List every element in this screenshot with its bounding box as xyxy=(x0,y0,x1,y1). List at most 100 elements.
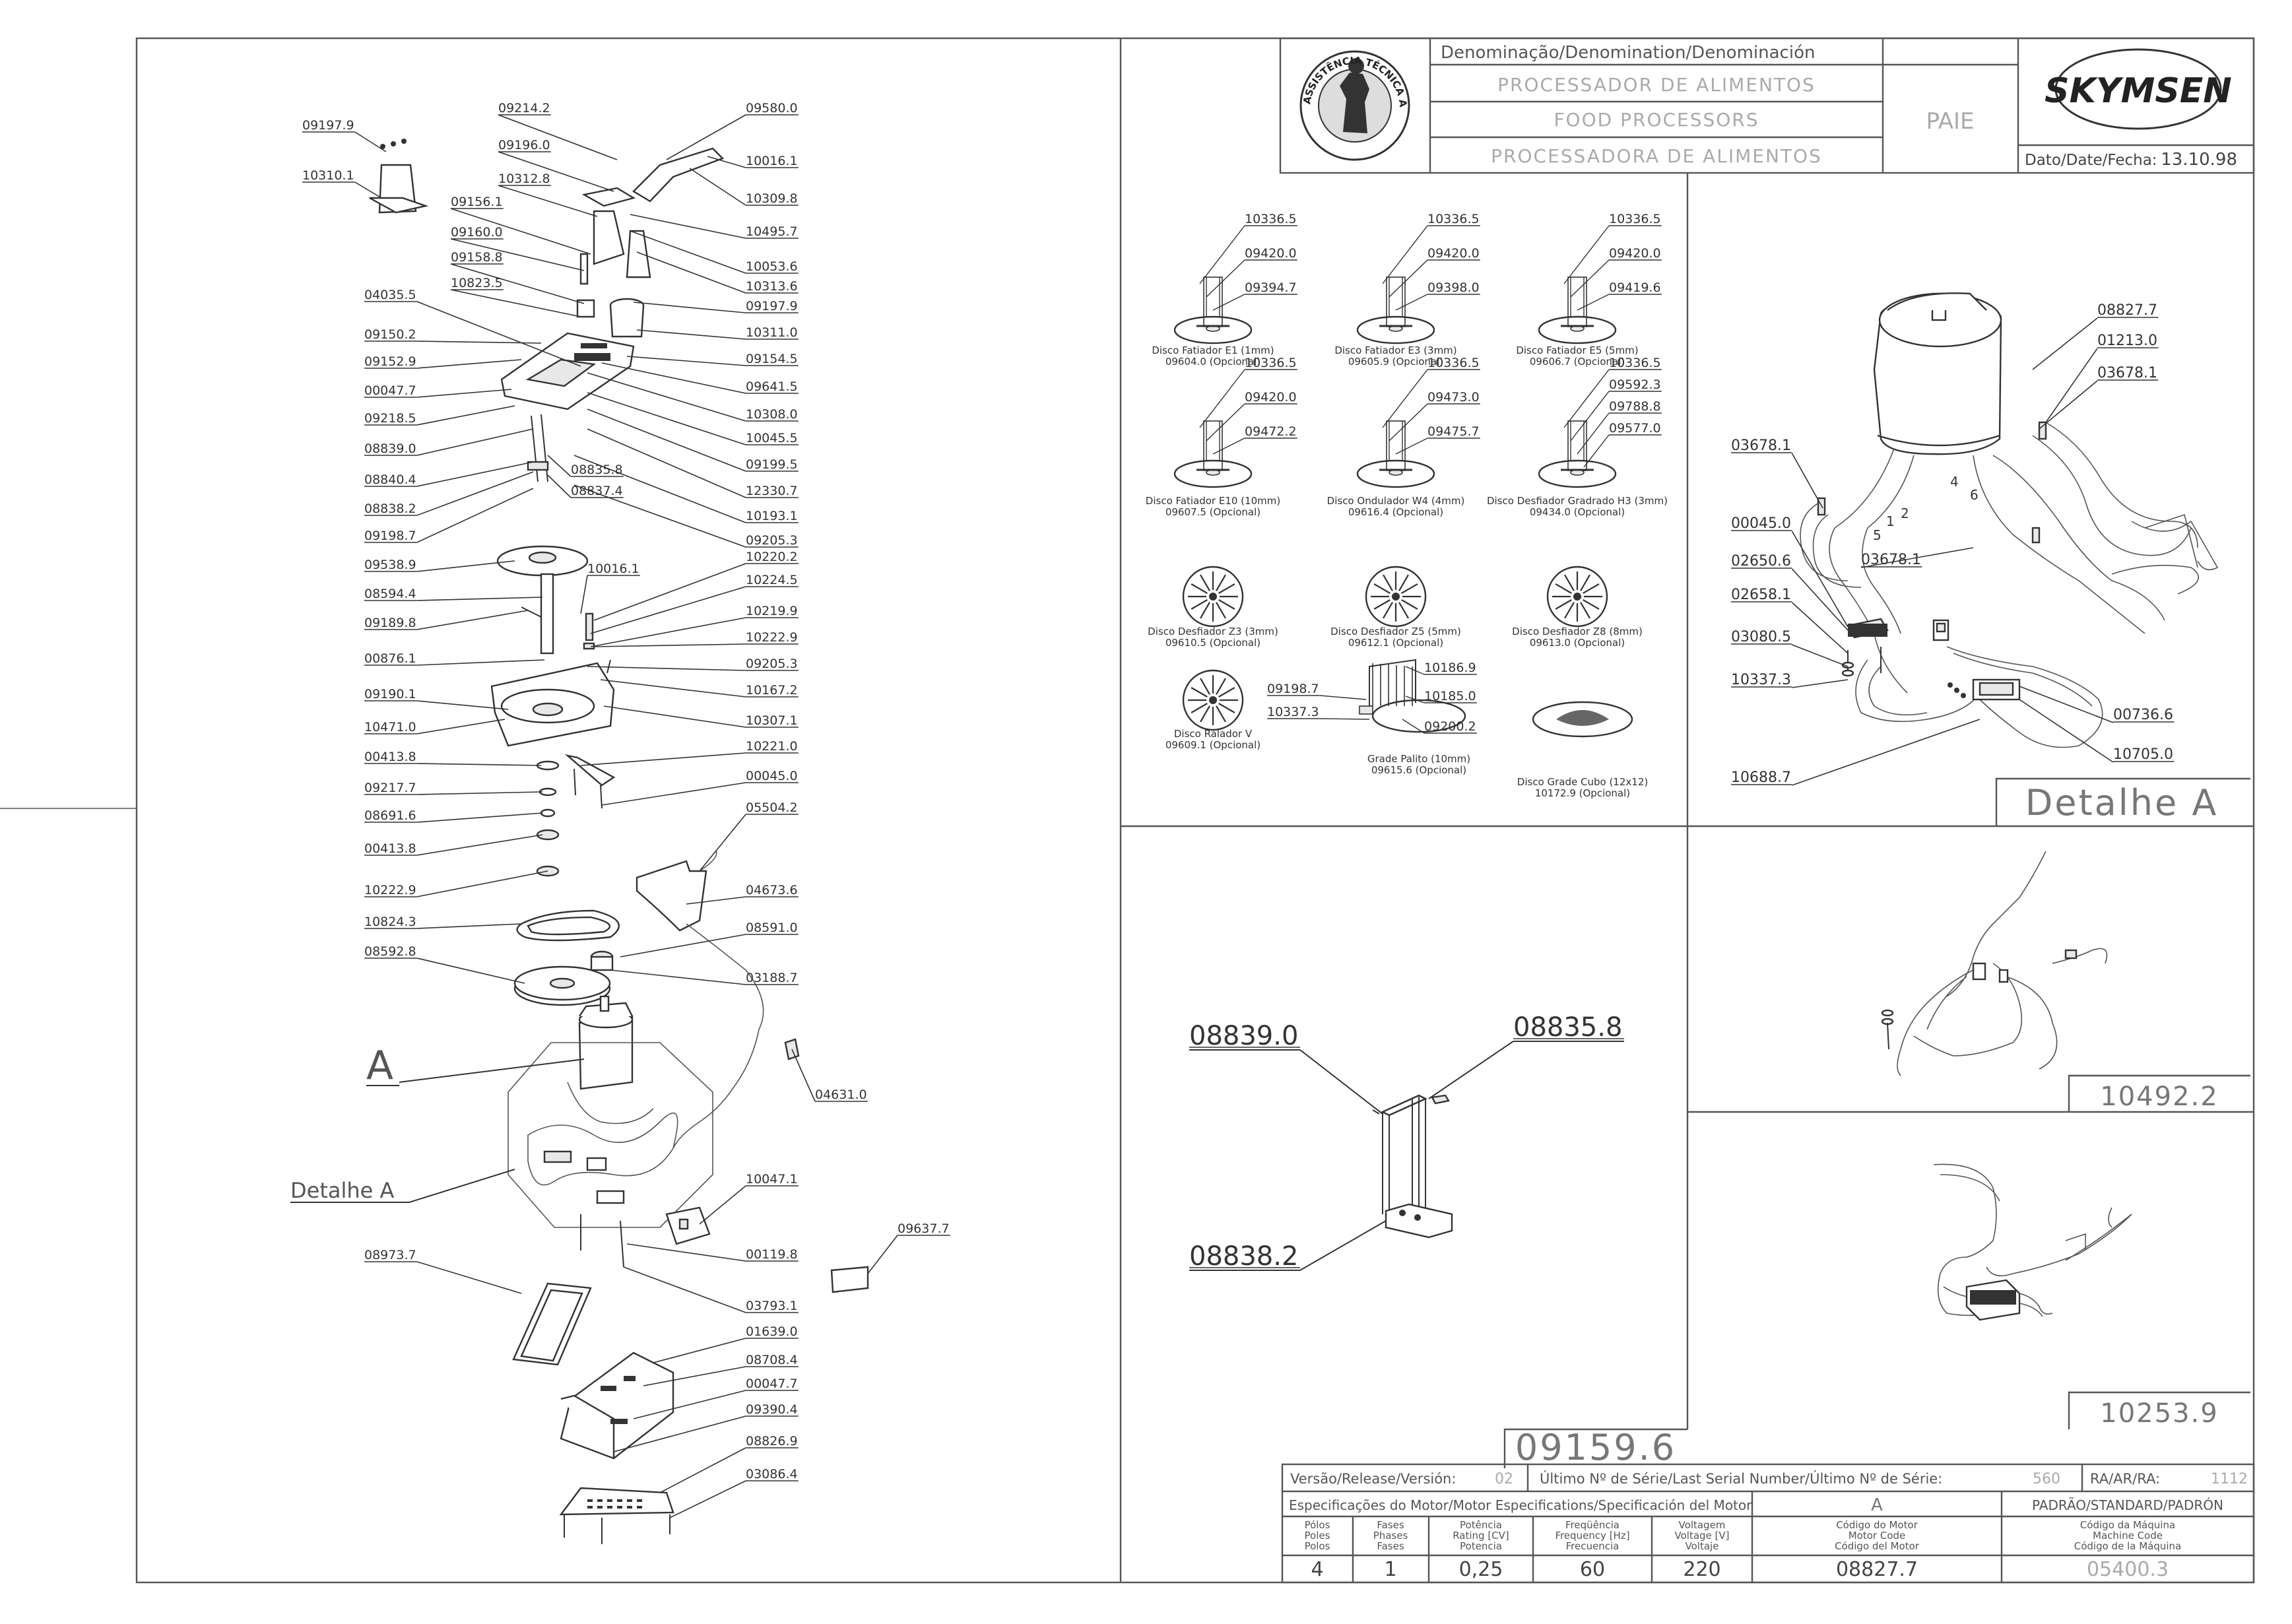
callout-right-24: 08837.4 xyxy=(571,484,623,498)
spec-header-4-1: Voltage [V] xyxy=(1675,1530,1730,1542)
leader-right-46 xyxy=(633,1390,746,1419)
detail-a-callout-8: 03080.5 xyxy=(1731,629,1791,645)
assembly-leader-2 xyxy=(1299,1220,1387,1271)
detail-a-leader-10 xyxy=(2019,686,2114,723)
harness-10492-number-box: 10492.2 xyxy=(2068,1074,2250,1112)
callout-right-20: 12330.7 xyxy=(746,484,798,498)
callout-right-7: 09580.0 xyxy=(746,101,798,115)
wire-number-1: 2 xyxy=(1901,505,1909,521)
motor-spec-label: Especificações do Motor/Motor Especifica… xyxy=(1289,1497,1752,1513)
disc-5-code-3: 09577.0 xyxy=(1609,421,1661,436)
leader-right-41 xyxy=(626,1243,746,1262)
callout-left-7: 08839.0 xyxy=(364,441,416,456)
leader-right-36 xyxy=(686,896,746,905)
callout-right-47: 09390.4 xyxy=(746,1402,798,1417)
leader-right-20 xyxy=(587,428,746,498)
leader-right-49 xyxy=(669,1480,746,1518)
detail-a-callout-4: 00045.0 xyxy=(1731,515,1791,532)
callout-right-42: 03793.1 xyxy=(746,1299,798,1313)
callout-right-39: 04631.0 xyxy=(815,1088,867,1102)
feed-tube xyxy=(609,305,645,338)
leader-right-45 xyxy=(643,1366,746,1386)
callout-right-48: 08826.9 xyxy=(746,1434,798,1448)
callout-right-34: 00045.0 xyxy=(746,769,798,783)
disc-name-3: Disco Fatiador E10 (10mm) xyxy=(1146,495,1280,507)
disc-4-code-2: 09475.7 xyxy=(1427,424,1480,439)
disc-name-5: Disco Desfiador Gradrado H3 (3mm) xyxy=(1487,495,1668,507)
leader-right-8 xyxy=(707,156,746,168)
leader-right-27 xyxy=(590,586,746,634)
leader-right-28 xyxy=(590,617,746,647)
leader-right-39 xyxy=(791,1049,816,1102)
date-label: Dato/Date/Fecha: xyxy=(2025,152,2157,169)
spec-header-0-2: Polos xyxy=(1305,1540,1330,1552)
spec-header-3-0: Freqüência xyxy=(1565,1519,1620,1531)
leader-left-24 xyxy=(416,1261,522,1294)
callout-right-35: 05504.2 xyxy=(746,800,798,815)
disc-code-10: 09615.6 (Opcional) xyxy=(1371,764,1466,776)
leader-right-35 xyxy=(699,814,746,872)
board-10253-panel xyxy=(1933,1163,2132,1321)
disc-4: Disco Ondulador W4 (4mm)09616.4 (Opciona… xyxy=(1327,356,1480,518)
brand-logo: SKYMSEN xyxy=(2045,48,2232,130)
callout-right-1: 09196.0 xyxy=(498,138,550,152)
product-name-pt: PROCESSADOR DE ALIMENTOS xyxy=(1497,74,1816,96)
callout-right-12: 10313.6 xyxy=(746,279,798,294)
leader-left-10 xyxy=(416,488,534,543)
main-leader-lines xyxy=(354,114,898,1518)
disc-2-code-2: 09419.6 xyxy=(1609,280,1661,295)
detail-a-title-box: Detalhe A xyxy=(1995,777,2250,826)
disc-name-6: Disco Desfiador Z3 (3mm) xyxy=(1148,626,1278,637)
disc-4-code-0: 10336.5 xyxy=(1427,356,1480,370)
callout-right-23: 08835.8 xyxy=(571,463,623,477)
callout-right-13: 09197.9 xyxy=(746,299,798,313)
callout-right-46: 00047.7 xyxy=(746,1377,798,1391)
spec-header-0-1: Poles xyxy=(1305,1530,1330,1542)
disc-code-9: 09609.1 (Opcional) xyxy=(1165,739,1261,751)
lid-arm xyxy=(632,147,725,203)
leader-right-48 xyxy=(659,1447,746,1493)
leader-left-20 xyxy=(416,834,543,856)
board-10253-number: 10253.9 xyxy=(2100,1398,2218,1429)
callout-left-21: 10222.9 xyxy=(364,883,416,897)
detail-label: Detalhe A xyxy=(290,1178,395,1203)
callout-right-11: 10053.6 xyxy=(746,259,798,274)
callout-right-10: 10495.7 xyxy=(746,224,798,239)
detail-a-title: Detalhe A xyxy=(2025,782,2219,824)
leader-left-7 xyxy=(416,428,534,456)
title-block: ASSISTÊNCIA TÉCNICA AUTORIZADA Denominaç… xyxy=(0,0,2255,174)
callout-left-16: 10471.0 xyxy=(364,720,416,734)
callout-right-26: 10220.2 xyxy=(746,550,798,564)
leader-right-44 xyxy=(653,1338,746,1363)
leader-right-33 xyxy=(580,752,746,766)
detail-a-leader-3 xyxy=(1791,453,1823,509)
disc-10-code-1: 10337.3 xyxy=(1267,705,1319,719)
harness-10492-panel xyxy=(1881,851,2108,1076)
spec-header-2-2: Potencia xyxy=(1460,1540,1502,1552)
disc-10: Grade Palito (10mm)09615.6 (Opcional)091… xyxy=(1267,659,1477,776)
disc-6: Disco Desfiador Z3 (3mm)09610.5 (Opciona… xyxy=(1148,566,1278,649)
leader-right-13 xyxy=(633,302,746,313)
model-name: PAIE xyxy=(1926,108,1974,135)
leader-right-4 xyxy=(450,238,585,271)
assembly-callout-1: 08835.8 xyxy=(1513,1012,1622,1043)
spec-value-4: 220 xyxy=(1683,1558,1720,1581)
seal-text: ASSISTÊNCIA TÉCNICA AUTORIZADA xyxy=(0,0,1409,108)
disc-name-0: Disco Fatiador E1 (1mm) xyxy=(1152,344,1274,356)
disc-code-7: 09612.1 (Opcional) xyxy=(1348,637,1443,649)
callout-right-32: 10307.1 xyxy=(746,713,798,728)
callout-left-11: 09538.9 xyxy=(364,558,416,572)
leader-left-18 xyxy=(416,791,543,795)
disc-code-3: 09607.5 (Opcional) xyxy=(1165,506,1261,518)
leader-right-30 xyxy=(587,666,746,671)
callout-right-30: 09205.3 xyxy=(746,657,798,671)
leader-right-34 xyxy=(601,782,746,806)
leader-left-15 xyxy=(416,700,509,710)
callout-left-6: 09218.5 xyxy=(364,411,416,426)
leader-left-21 xyxy=(416,870,548,897)
spec-header-0-0: Pólos xyxy=(1305,1519,1330,1531)
callout-left-5: 00047.7 xyxy=(364,383,416,398)
callout-left-19: 08691.6 xyxy=(364,808,416,823)
detail-letter: A xyxy=(366,1043,393,1089)
